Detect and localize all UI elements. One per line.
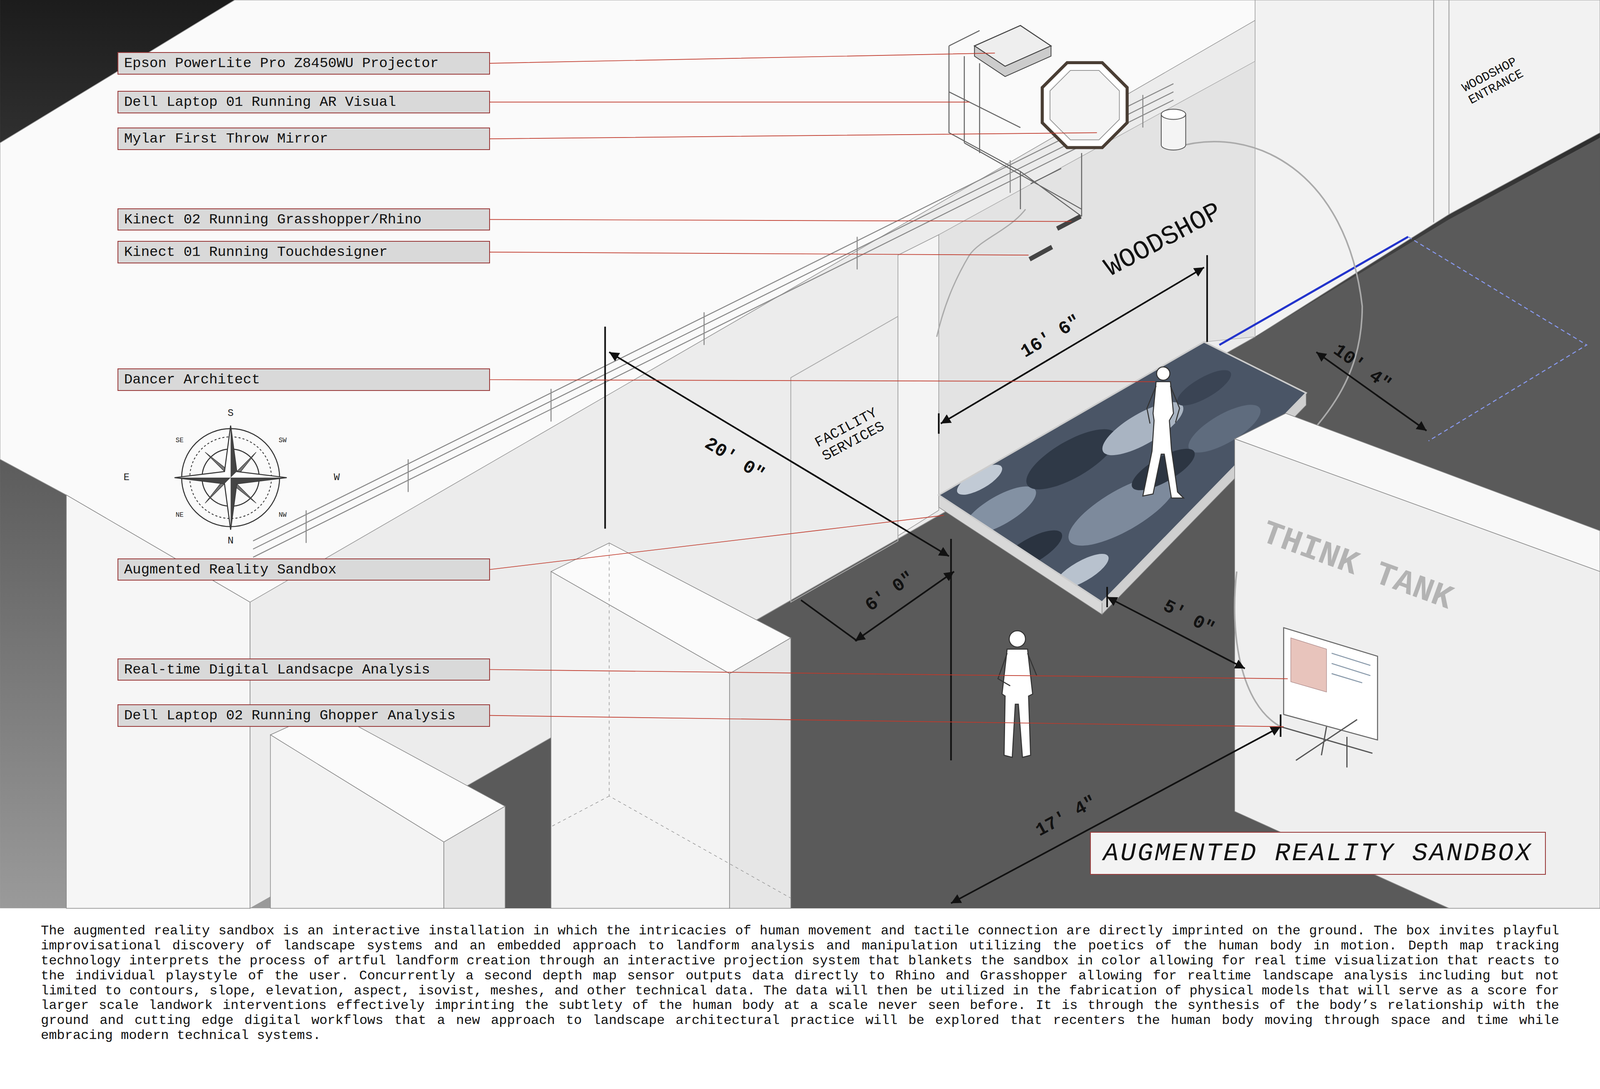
extension-line <box>605 255 1281 760</box>
kinect <box>1056 214 1082 231</box>
callout-text: Dell Laptop 01 Running AR Visual <box>124 95 397 110</box>
callout-text: Mylar First Throw Mirror <box>124 131 329 146</box>
pillar <box>897 234 939 536</box>
leader-line <box>490 52 1288 727</box>
drawing-label: S <box>227 407 234 419</box>
dimension-line <box>940 267 1205 424</box>
laptop-stand <box>1280 719 1373 768</box>
drawing-label: N <box>227 535 234 547</box>
railing <box>252 83 1174 558</box>
contour <box>952 458 1007 500</box>
compass <box>174 425 287 530</box>
cable <box>936 209 1026 337</box>
person-figure <box>1002 649 1033 758</box>
dancer-figure <box>1147 385 1180 424</box>
callout-text: Epson PowerLite Pro Z8450WU Projector <box>124 56 439 71</box>
callout-box: Augmented Reality Sandbox <box>117 558 490 581</box>
person-figure <box>1009 630 1026 647</box>
callout-text: Augmented Reality Sandbox <box>124 562 337 577</box>
callout-box: Dell Laptop 02 Running Ghopper Analysis <box>117 704 490 727</box>
bench-block <box>443 806 505 909</box>
callout-text: Kinect 01 Running Touchdesigner <box>124 245 388 260</box>
callout-box: Dancer Architect <box>117 368 490 391</box>
background <box>0 0 1600 909</box>
compass-star <box>174 425 287 530</box>
callout-text: Dell Laptop 02 Running Ghopper Analysis <box>124 708 456 723</box>
bench-block <box>270 734 444 908</box>
mirror <box>1050 70 1120 140</box>
drawing-label: NW <box>278 511 287 520</box>
callout-text: Kinect 02 Running Grasshopper/Rhino <box>124 212 422 227</box>
drawing-label: SW <box>278 437 287 445</box>
dancer-figure <box>1142 381 1184 498</box>
drawing-label: E <box>123 472 130 483</box>
contour <box>1172 363 1236 413</box>
contour <box>993 522 1068 580</box>
callout-text: Dancer Architect <box>124 372 260 387</box>
callout-box: Mylar First Throw Mirror <box>117 127 490 150</box>
monitor-screen <box>1290 637 1327 693</box>
dancer-figure <box>1156 366 1170 380</box>
callout-box: Dell Laptop 01 Running AR Visual <box>117 90 490 114</box>
cable <box>1234 571 1281 727</box>
callout-box: Real-time Digital Landsacpe Analysis <box>117 658 490 681</box>
zone-outline <box>1408 236 1588 441</box>
dimension-line <box>950 726 1281 904</box>
left-block <box>66 495 250 909</box>
title-text: AUGMENTED REALITY SANDBOX <box>1103 838 1533 868</box>
hidden-edge <box>550 542 791 898</box>
mirror <box>1042 62 1128 148</box>
door <box>790 316 898 603</box>
drawing-label: NE <box>175 511 184 520</box>
title-box: AUGMENTED REALITY SANDBOX <box>1090 831 1546 875</box>
dimensions <box>605 255 1427 903</box>
bench-block <box>729 637 791 909</box>
callout-box: Epson PowerLite Pro Z8450WU Projector <box>117 52 490 75</box>
callout-box: Kinect 02 Running Grasshopper/Rhino <box>117 208 490 231</box>
contour <box>1017 417 1125 501</box>
projector-rig <box>949 25 1186 217</box>
bench-block <box>550 571 730 908</box>
callout-text: Real-time Digital Landsacpe Analysis <box>124 662 431 677</box>
drawing-label: W <box>333 472 340 483</box>
dimension-line <box>609 352 949 557</box>
entrance-pillar <box>1433 0 1450 223</box>
kinect <box>1028 245 1054 262</box>
monitor <box>1283 627 1378 740</box>
callout-box: Kinect 01 Running Touchdesigner <box>117 240 490 264</box>
device <box>1161 109 1186 120</box>
projector <box>974 45 1052 77</box>
person-figure <box>997 652 1037 686</box>
text-panel <box>0 908 1600 1089</box>
zone-outline <box>1219 236 1409 345</box>
drawing-label: SE <box>175 437 184 445</box>
sand-topography <box>952 363 1268 596</box>
caption-text: The augmented reality sandbox is an inte… <box>40 923 1560 1043</box>
compass-star <box>174 425 287 530</box>
monitor-screen <box>1331 652 1371 683</box>
